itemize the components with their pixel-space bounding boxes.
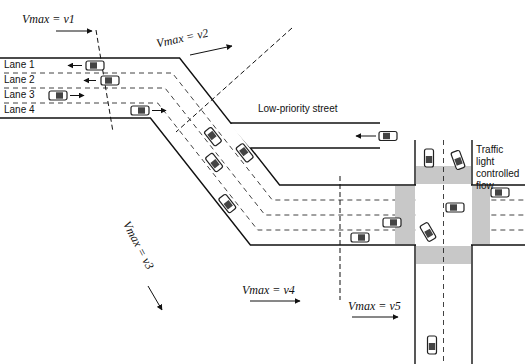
lane-label: Lane 1 [4, 59, 35, 71]
car [425, 149, 434, 167]
car [49, 91, 67, 100]
car [428, 336, 437, 354]
lane-label: Lane 4 [4, 104, 35, 116]
side-street-edges [230, 123, 380, 148]
street-label: Low-priority street [258, 103, 337, 115]
car [420, 222, 437, 242]
car-window [224, 200, 233, 209]
zone-boundaries [96, 28, 340, 300]
car-body [49, 91, 67, 100]
car-body [205, 153, 223, 173]
car-window [207, 131, 216, 140]
car-window [239, 147, 248, 156]
car-body [351, 233, 369, 242]
car [236, 143, 254, 163]
car-window [454, 157, 462, 166]
lane-label: Lane 2 [4, 74, 35, 86]
road-edge [0, 58, 525, 185]
car-window [210, 159, 219, 168]
car-window [495, 189, 502, 195]
cross-street [415, 140, 472, 364]
car-body [204, 127, 222, 147]
car-window [450, 204, 457, 210]
car-window [429, 343, 435, 350]
flow-label: Traffic light controlled flow [476, 144, 522, 192]
car-body [446, 203, 464, 212]
car-body [236, 143, 254, 163]
car-window [390, 219, 397, 225]
car-body [420, 222, 437, 242]
car [204, 127, 222, 147]
car [379, 132, 397, 141]
car-window [105, 77, 112, 83]
speed-limit-label: Vmax = v2 [155, 25, 210, 50]
car-window [358, 234, 365, 240]
car-body [86, 61, 104, 70]
speed-limit-label: Vmax = v5 [348, 299, 401, 313]
speed-limit-label: Vmax = v1 [22, 12, 75, 26]
car-body [218, 194, 236, 214]
car-body [428, 336, 437, 354]
car [451, 150, 466, 170]
lane-divider [0, 73, 525, 200]
car-window [424, 229, 433, 238]
car [446, 203, 464, 212]
car-body [425, 149, 434, 167]
car [351, 233, 369, 242]
speed-limit-label: Vmax = v3 [119, 218, 156, 271]
car [131, 106, 149, 115]
car-body [379, 132, 397, 141]
lane-label: Lane 3 [4, 89, 35, 101]
speed-limit-label: Vmax = v4 [242, 283, 295, 297]
direction-arrows [56, 31, 398, 317]
cars [49, 61, 509, 354]
car-window [383, 133, 390, 139]
car-window [90, 62, 97, 68]
car [101, 76, 119, 85]
car-body [383, 218, 401, 227]
lane-divider [0, 103, 525, 230]
car [218, 194, 236, 214]
car-window [56, 92, 63, 98]
car-body [101, 76, 119, 85]
car-window [426, 156, 432, 163]
car [86, 61, 104, 70]
car [383, 218, 401, 227]
car-body [451, 150, 466, 170]
car [205, 153, 223, 173]
side-street [229, 124, 384, 148]
car-body [131, 106, 149, 115]
car-window [138, 107, 145, 113]
crosswalks [395, 166, 490, 264]
